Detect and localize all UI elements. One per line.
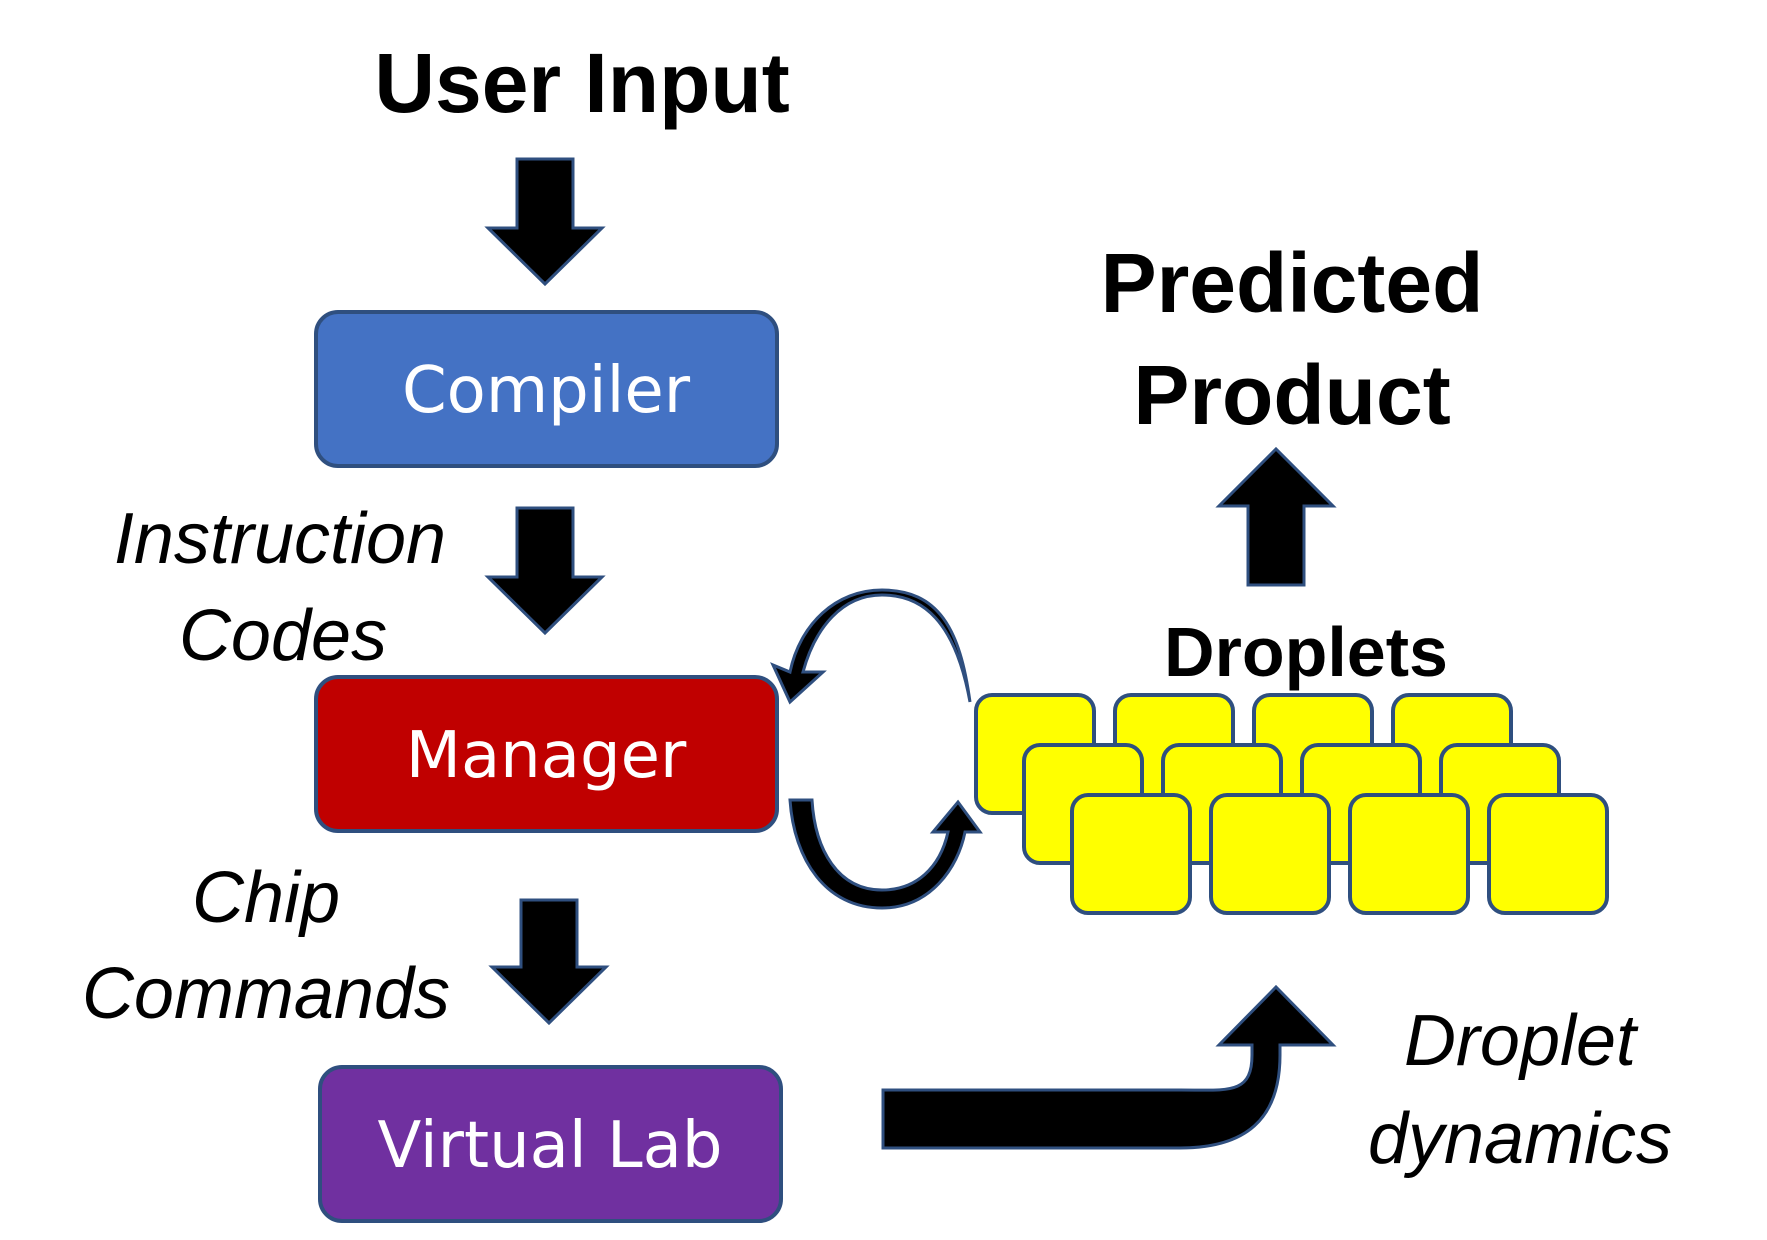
compiler-label: Compiler [402,354,691,428]
droplet [1209,793,1331,915]
predicted-product-heading-line2: Product [1133,348,1450,442]
droplet-dynamics-label-line2: dynamics [1368,1099,1672,1179]
manager-box: Manager [314,675,779,833]
curved-arrow-virtual-lab-to-droplets [881,984,1337,1150]
down-arrow-user-to-compiler [484,157,606,287]
instruction-codes-label-line2: Codes [179,596,387,676]
manager-label: Manager [406,719,687,793]
down-arrow-manager-to-virtual-lab [488,898,610,1026]
predicted-product-heading-line1: Predicted [1101,236,1484,330]
feedback-loop-upper-arrow [770,588,972,705]
chip-commands-label-line1: Chip [192,858,340,938]
virtual-lab-label: Virtual Lab [378,1109,723,1183]
droplet [1348,793,1470,915]
instruction-codes-label-line1: Instruction [114,499,446,579]
droplet-grid [974,693,1609,915]
droplets-heading: Droplets [1164,613,1448,691]
down-arrow-compiler-to-manager [484,506,606,636]
up-arrow-droplets-to-product [1215,446,1337,587]
droplet-dynamics-label-line1: Droplet [1404,1001,1639,1081]
feedback-loop-lower-arrow [788,798,983,910]
compiler-box: Compiler [314,310,779,468]
user-input-heading: User Input [374,36,789,130]
virtual-lab-box: Virtual Lab [318,1065,783,1223]
chip-commands-label-line2: Commands [82,954,450,1034]
droplet [1070,793,1192,915]
droplet [1487,793,1609,915]
